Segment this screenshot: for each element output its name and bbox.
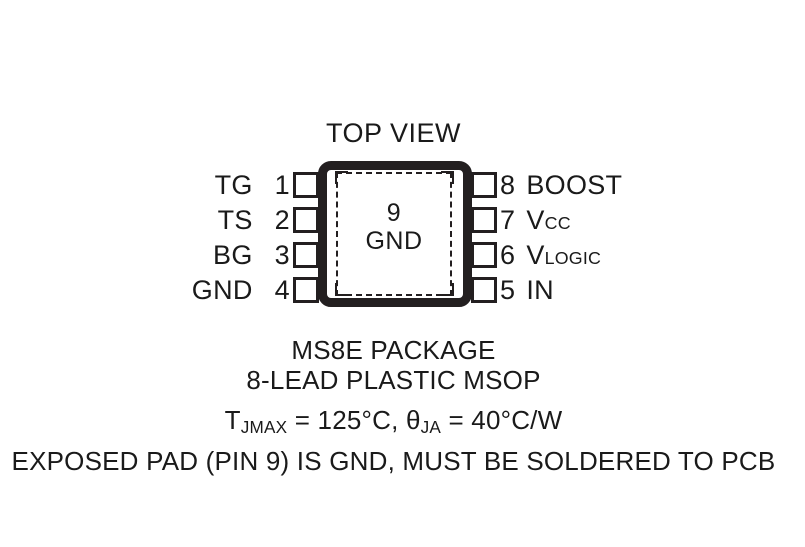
theta-subscript: JA — [420, 416, 442, 437]
diagram-title: TOP VIEW — [325, 118, 462, 148]
pin-name-4: GND — [191, 274, 253, 305]
pin-label-2: TS 2 — [217, 204, 290, 235]
pin-lead-5 — [471, 277, 497, 303]
caption-package-type-line: 8-LEAD PLASTIC MSOP — [0, 365, 796, 396]
tjmax-subscript: JMAX — [240, 416, 288, 437]
tjmax-symbol: T — [224, 405, 241, 435]
pin-name-3: BG — [213, 239, 253, 270]
pad-corner-bottom-right — [441, 283, 454, 296]
caption-thermal-line: TJMAX = 125°C, θJA = 40°C/W — [0, 405, 796, 437]
caption-exposed-pad-note: EXPOSED PAD (PIN 9) IS GND, MUST BE SOLD… — [0, 446, 796, 477]
pin-lead-2 — [293, 207, 319, 233]
pin-number-3: 3 — [274, 239, 290, 270]
pin-lead-6 — [471, 242, 497, 268]
pin-name-7: V — [526, 204, 545, 235]
caption-line-1: MS8E PACKAGE — [291, 335, 496, 365]
pin-name-6-subscript: LOGIC — [544, 248, 602, 269]
exposed-pad-label: 9 GND — [336, 199, 452, 255]
tjmax-value: = 125°C, — [287, 405, 406, 435]
caption-line-3: TJMAX = 125°C, θJA = 40°C/W — [224, 405, 563, 437]
pin-name-7-subscript: CC — [544, 213, 571, 234]
pin-name-6: V — [526, 239, 545, 270]
pin-name-5: IN — [526, 274, 554, 305]
pad-corner-top-right — [441, 171, 454, 184]
pin-lead-8 — [471, 172, 497, 198]
pin-label-8: 8 BOOST — [500, 169, 623, 200]
pin-number-6: 6 — [500, 239, 516, 270]
pin-lead-4 — [293, 277, 319, 303]
exposed-pad-outline — [336, 172, 452, 296]
theta-value: = 40°C/W — [441, 405, 563, 435]
pin-name-8: BOOST — [526, 169, 623, 200]
left-pin-label-column: TG 1 TS 2 BG 3 GND 4 — [150, 161, 290, 307]
caption-package-name-line: MS8E PACKAGE — [0, 335, 796, 366]
pin-number-4: 4 — [274, 274, 290, 305]
pin-label-4: GND 4 — [191, 274, 290, 305]
package-body — [318, 161, 472, 307]
pin-label-5: 5 IN — [500, 274, 554, 305]
pin-number-7: 7 — [500, 204, 516, 235]
pin-number-2: 2 — [274, 204, 290, 235]
caption-line-2: 8-LEAD PLASTIC MSOP — [246, 365, 541, 395]
pin-number-1: 1 — [274, 169, 290, 200]
exposed-pad-net: GND — [365, 227, 423, 255]
pin-label-3: BG 3 — [213, 239, 290, 270]
caption-line-4: EXPOSED PAD (PIN 9) IS GND, MUST BE SOLD… — [11, 446, 776, 476]
pin-lead-3 — [293, 242, 319, 268]
pin-name-2: TS — [217, 204, 253, 235]
pin-lead-1 — [293, 172, 319, 198]
theta-symbol: θ — [405, 405, 421, 435]
pin-label-1: TG 1 — [214, 169, 290, 200]
pad-corner-bottom-left — [335, 283, 348, 296]
pin-number-8: 8 — [500, 169, 516, 200]
pad-corner-top-left — [335, 171, 348, 184]
pin-name-1: TG — [214, 169, 253, 200]
package-outline: 9 GND — [293, 161, 497, 307]
pin-number-5: 5 — [500, 274, 516, 305]
pin-lead-7 — [471, 207, 497, 233]
exposed-pad-number: 9 — [386, 199, 402, 227]
